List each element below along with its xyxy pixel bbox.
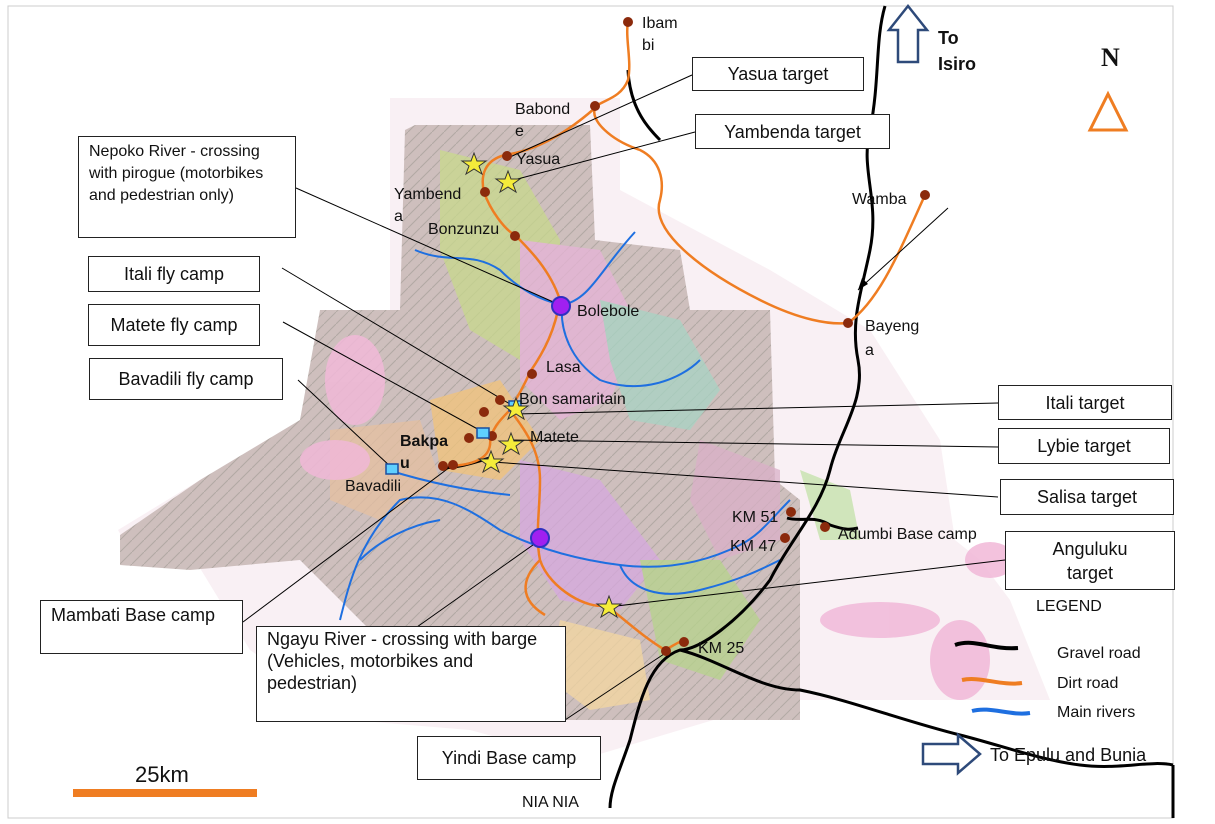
- callout-lines: [242, 74, 1006, 721]
- to-epulu-arrow-icon: [921, 732, 982, 776]
- scale-label: 25km: [135, 762, 189, 787]
- legend-symbols: [954, 640, 1031, 716]
- label-babonde: Babond e: [515, 101, 575, 140]
- box-salisa-target: Salisa target: [1000, 479, 1174, 515]
- label-km51: KM 51: [732, 509, 778, 526]
- legend-river-label: Main rivers: [1057, 704, 1135, 721]
- box-itali-fly-camp: Itali fly camp: [88, 256, 260, 292]
- box-mambati-base-camp: Mambati Base camp: [40, 600, 243, 654]
- legend-gravel-swatch: [954, 640, 1019, 651]
- box-yasua-target: Yasua target: [692, 57, 864, 91]
- label-yasua: Yasua: [516, 151, 560, 168]
- north-label: N: [1101, 43, 1120, 72]
- box-nepoko-river: Nepoko River - crossing with pirogue (mo…: [78, 136, 296, 238]
- box-lybie-target: Lybie target: [998, 428, 1170, 464]
- anguluku-star: [595, 594, 623, 619]
- geology-patches: [330, 150, 860, 710]
- gravel-roads: [439, 5, 1175, 818]
- label-bonzunzu: Bonzunzu: [428, 221, 499, 238]
- box-matete-fly-camp: Matete fly camp: [88, 304, 260, 346]
- label-yambenda: Yambend a: [394, 186, 466, 225]
- label-bon-samaritain: Bon samaritain: [519, 391, 626, 408]
- box-itali-target: Itali target: [998, 385, 1172, 420]
- target-stars: [460, 151, 623, 619]
- bavadili-camp-icon: [385, 463, 399, 475]
- box-anguluku-target: Anguluku target: [1005, 531, 1175, 590]
- lybie-star: [497, 431, 525, 456]
- box-yindi-base-camp: Yindi Base camp: [417, 736, 601, 780]
- north-arrow-icon: [1087, 90, 1129, 132]
- label-lasa: Lasa: [546, 359, 581, 376]
- matete-camp-icon: [476, 427, 490, 439]
- legend-gravel-label: Gravel road: [1057, 645, 1141, 662]
- legend-river-swatch: [971, 707, 1031, 716]
- to-isiro-arrow-icon: [886, 3, 930, 64]
- legend-dirt-label: Dirt road: [1057, 675, 1118, 692]
- label-to-epulu: To Epulu and Bunia: [990, 745, 1147, 765]
- map-frame: [7, 5, 1174, 819]
- legend-dirt-swatch: [961, 677, 1023, 686]
- label-bayenga: Bayeng a: [865, 318, 924, 359]
- bolebole-crossing: [551, 296, 571, 316]
- label-wamba: Wamba: [852, 191, 907, 208]
- box-yambenda-target: Yambenda target: [695, 114, 890, 149]
- label-nianiaa: NIA NIA: [522, 794, 579, 811]
- towns: [438, 17, 930, 656]
- label-km25: KM 25: [698, 640, 744, 657]
- legend-title: LEGEND: [1036, 598, 1102, 615]
- pink-anomalies: [300, 335, 1015, 700]
- dirt-roads: [449, 19, 927, 652]
- label-km47: KM 47: [730, 538, 776, 555]
- yambenda-star: [494, 169, 522, 194]
- scale-bar: [73, 789, 257, 797]
- rivers: [339, 231, 791, 621]
- label-bakpau: Bakpa u: [400, 433, 452, 472]
- label-ibambi: Ibam bi: [642, 15, 682, 54]
- label-matete: Matete: [530, 429, 579, 446]
- arrow-head: [858, 278, 868, 290]
- yasua-star: [460, 151, 488, 176]
- itali-star: [502, 396, 530, 421]
- ngayu-crossing: [530, 528, 550, 548]
- label-bavadili: Bavadili: [345, 478, 401, 495]
- crossings: [530, 296, 571, 548]
- box-bavadili-fly-camp: Bavadili fly camp: [89, 358, 283, 400]
- label-bolebole: Bolebole: [577, 303, 639, 320]
- label-adumbi: Adumbi Base camp: [838, 526, 977, 543]
- salisa-star: [477, 449, 505, 474]
- box-ngayu-river: Ngayu River - crossing with barge (Vehic…: [256, 626, 566, 722]
- label-to-isiro: To Isiro: [938, 28, 976, 74]
